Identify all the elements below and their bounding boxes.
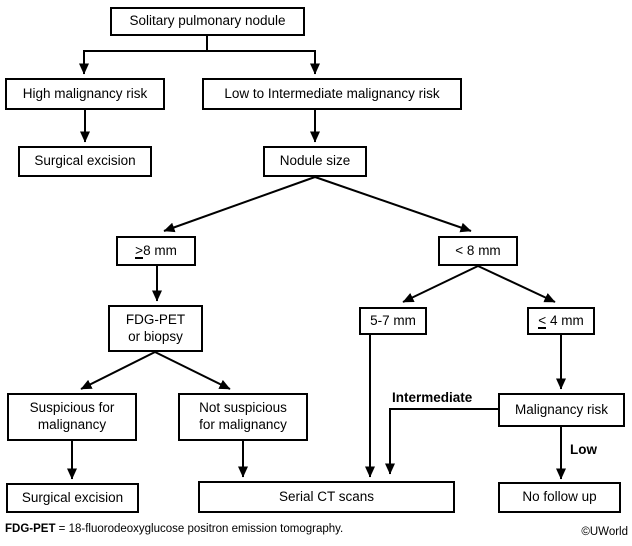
edge-lt8mm-to-le4mm <box>477 265 556 303</box>
node-label: Not suspicious for malignancy <box>199 400 287 432</box>
node-label: No follow up <box>522 489 597 505</box>
node-ge-8mm: >8 mm <box>116 236 196 266</box>
node-surgical-excision-top: Surgical excision <box>18 146 152 177</box>
node-label: Malignancy risk <box>514 401 609 417</box>
edge-intermediate-to-serialct <box>385 408 498 475</box>
node-label: High malignancy risk <box>22 85 148 101</box>
edge-nodulesize-to-ge8mm <box>163 176 316 233</box>
node-label: < 8 mm <box>455 242 501 258</box>
edge-label-low: Low <box>570 442 597 457</box>
node-lt-8mm: < 8 mm <box>438 236 518 266</box>
node-label: Low to Intermediate malignancy risk <box>224 85 440 101</box>
node-label: >8 mm <box>135 242 177 260</box>
node-not-suspicious-for-malignancy: Not suspicious for malignancy <box>178 393 308 441</box>
gte-symbol: > <box>135 242 144 260</box>
node-low-to-intermediate-malignancy-risk: Low to Intermediate malignancy risk <box>202 78 462 110</box>
node-label: Serial CT scans <box>278 488 375 504</box>
edge-lt8mm-to-5-7mm <box>402 265 479 303</box>
node-label: Nodule size <box>279 153 351 169</box>
copyright-notice: ©UWorld <box>581 526 628 538</box>
lte-symbol: < <box>538 312 547 330</box>
node-label: FDG-PET or biopsy <box>125 311 186 344</box>
edge-fdgpet-to-suspicious <box>80 351 156 390</box>
node-label: 5-7 mm <box>370 312 416 328</box>
node-5-7mm: 5-7 mm <box>359 307 427 335</box>
node-solitary-pulmonary-nodule: Solitary pulmonary nodule <box>110 7 305 36</box>
node-no-follow-up: No follow up <box>498 482 621 513</box>
node-fdg-pet-or-biopsy: FDG-PET or biopsy <box>108 305 203 352</box>
node-label: < 4 mm <box>538 312 584 330</box>
node-label: Surgical excision <box>34 153 136 169</box>
abbreviation-note: FDG-PET = 18-fluorodeoxyglucose positron… <box>5 523 343 535</box>
node-label: Solitary pulmonary nodule <box>129 13 286 29</box>
node-malignancy-risk: Malignancy risk <box>498 393 625 427</box>
abbreviation-definition: = 18-fluorodeoxyglucose positron emissio… <box>55 523 344 535</box>
node-nodule-size: Nodule size <box>263 146 367 177</box>
node-le-4mm: < 4 mm <box>527 307 595 335</box>
edge-nodulesize-to-lt8mm <box>314 176 472 233</box>
node-label: Suspicious for malignancy <box>29 400 115 432</box>
abbreviation-term: FDG-PET <box>5 523 56 535</box>
node-label: Surgical excision <box>21 489 124 505</box>
node-surgical-excision-bottom: Surgical excision <box>6 483 139 513</box>
node-high-malignancy-risk: High malignancy risk <box>5 78 165 110</box>
edge-label-intermediate: Intermediate <box>392 390 473 405</box>
node-suspicious-for-malignancy: Suspicious for malignancy <box>7 393 137 441</box>
edge-fdgpet-to-not-suspicious <box>154 351 231 390</box>
node-serial-ct-scans: Serial CT scans <box>198 481 455 513</box>
